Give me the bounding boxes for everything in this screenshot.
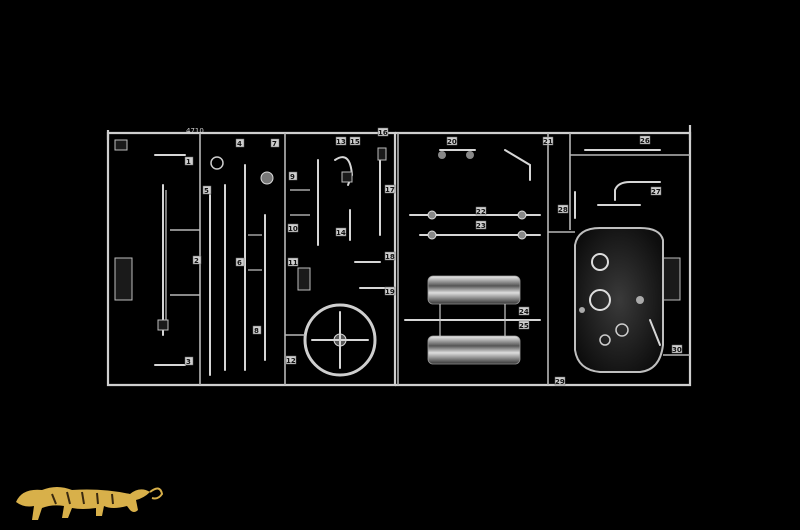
svg-text:18: 18 [385, 253, 395, 261]
svg-text:17: 17 [385, 186, 395, 194]
svg-text:14: 14 [336, 229, 346, 237]
svg-text:25: 25 [519, 322, 529, 330]
svg-text:13: 13 [336, 138, 346, 146]
svg-text:26: 26 [640, 137, 650, 145]
svg-text:9: 9 [290, 173, 295, 181]
right-small-parts [548, 149, 690, 356]
svg-text:7: 7 [272, 140, 277, 148]
svg-text:28: 28 [558, 206, 568, 214]
chrome-drum-parts [427, 275, 521, 365]
sprue-code: 4710 [186, 127, 204, 135]
steering-wheel-part [285, 303, 377, 377]
svg-text:30: 30 [672, 346, 682, 354]
dashboard-panel-part [574, 227, 664, 373]
tiger-icon [16, 487, 164, 520]
svg-text:16: 16 [378, 129, 388, 137]
sprue-frame [106, 125, 692, 387]
svg-text:21: 21 [543, 138, 553, 146]
svg-text:27: 27 [651, 188, 661, 196]
svg-text:29: 29 [555, 378, 565, 386]
svg-text:19: 19 [385, 288, 395, 296]
part-number-tags: 1 2 3 4 5 6 7 8 9 10 11 12 13 14 15 16 1… [184, 127, 683, 386]
svg-text:20: 20 [447, 138, 457, 146]
svg-text:10: 10 [288, 225, 298, 233]
svg-text:6: 6 [237, 259, 242, 267]
svg-text:5: 5 [204, 187, 209, 195]
svg-text:12: 12 [286, 357, 296, 365]
svg-text:2: 2 [194, 257, 199, 265]
middle-small-parts [290, 147, 387, 291]
rod-with-knobs-parts [404, 149, 541, 321]
svg-text:23: 23 [476, 222, 486, 230]
svg-text:11: 11 [288, 259, 298, 267]
svg-text:8: 8 [254, 327, 259, 335]
left-rod-parts [154, 154, 274, 376]
svg-text:1: 1 [186, 158, 191, 166]
svg-text:15: 15 [350, 138, 360, 146]
svg-text:4: 4 [237, 140, 242, 148]
svg-text:22: 22 [476, 208, 486, 216]
svg-text:24: 24 [519, 308, 529, 316]
svg-text:3: 3 [186, 358, 191, 366]
